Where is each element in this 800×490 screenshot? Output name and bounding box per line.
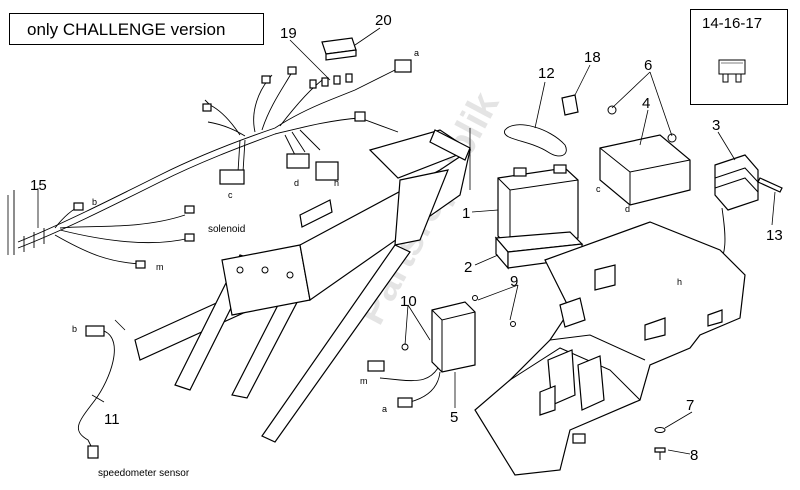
connector-letter-h: h xyxy=(677,277,682,287)
part-number-13: 13 xyxy=(766,227,783,244)
part-number-3: 3 xyxy=(712,117,720,134)
harness-connector-c xyxy=(219,169,245,185)
fuse-reference-label: 14-16-17 xyxy=(702,15,763,32)
rear-frame xyxy=(134,129,472,443)
connector-letter-d: d xyxy=(625,204,630,214)
battery-strap xyxy=(504,124,567,157)
part-number-4: 4 xyxy=(642,95,650,112)
connector-letter-c: c xyxy=(228,190,233,200)
connector-letter-c: c xyxy=(596,184,601,194)
variant-label: only CHALLENGE version xyxy=(27,20,226,39)
connector-letter-m: m xyxy=(156,262,164,272)
part-number-18: 18 xyxy=(584,49,601,66)
fuse-icon xyxy=(718,59,746,83)
connector-letter-b: b xyxy=(92,197,97,207)
connector-letter-d: d xyxy=(294,178,299,188)
screw xyxy=(757,177,783,193)
solenoid-caption: solenoid xyxy=(208,224,245,235)
main-wiring-harness xyxy=(13,59,412,269)
connector-letter-m: m xyxy=(360,376,368,386)
battery-tray xyxy=(494,231,584,270)
fuse-reference-box: 14-16-17 xyxy=(690,9,788,105)
part-number-10: 10 xyxy=(400,293,417,310)
part-number-2: 2 xyxy=(464,259,472,276)
part-number-1: 1 xyxy=(462,205,470,222)
terminal-cap xyxy=(561,94,579,116)
connector-letter-h: h xyxy=(334,178,339,188)
battery xyxy=(497,164,579,249)
fuse-box xyxy=(321,37,357,61)
screw-and-washer xyxy=(654,427,666,460)
rear-mudguard xyxy=(474,221,746,476)
part-number-19: 19 xyxy=(280,25,297,42)
part-number-9: 9 xyxy=(510,273,518,290)
part-number-12: 12 xyxy=(538,65,555,82)
variant-label-box: only CHALLENGE version xyxy=(9,13,264,45)
connector-letter-b: b xyxy=(72,324,77,334)
part-number-6: 6 xyxy=(644,57,652,74)
connector-letter-a: a xyxy=(382,404,387,414)
speedometer-sensor-cable xyxy=(77,325,115,459)
control-unit xyxy=(599,105,691,206)
part-number-20: 20 xyxy=(375,12,392,29)
ignition-unit xyxy=(367,295,516,408)
part-number-15: 15 xyxy=(30,177,47,194)
part-number-5: 5 xyxy=(450,409,458,426)
connector-letter-a: a xyxy=(414,48,419,58)
part-number-7: 7 xyxy=(686,397,694,414)
part-number-11: 11 xyxy=(104,411,120,428)
leader-lines xyxy=(7,27,776,455)
part-number-8: 8 xyxy=(690,447,698,464)
speedometer-sensor-caption: speedometer sensor xyxy=(98,468,190,479)
